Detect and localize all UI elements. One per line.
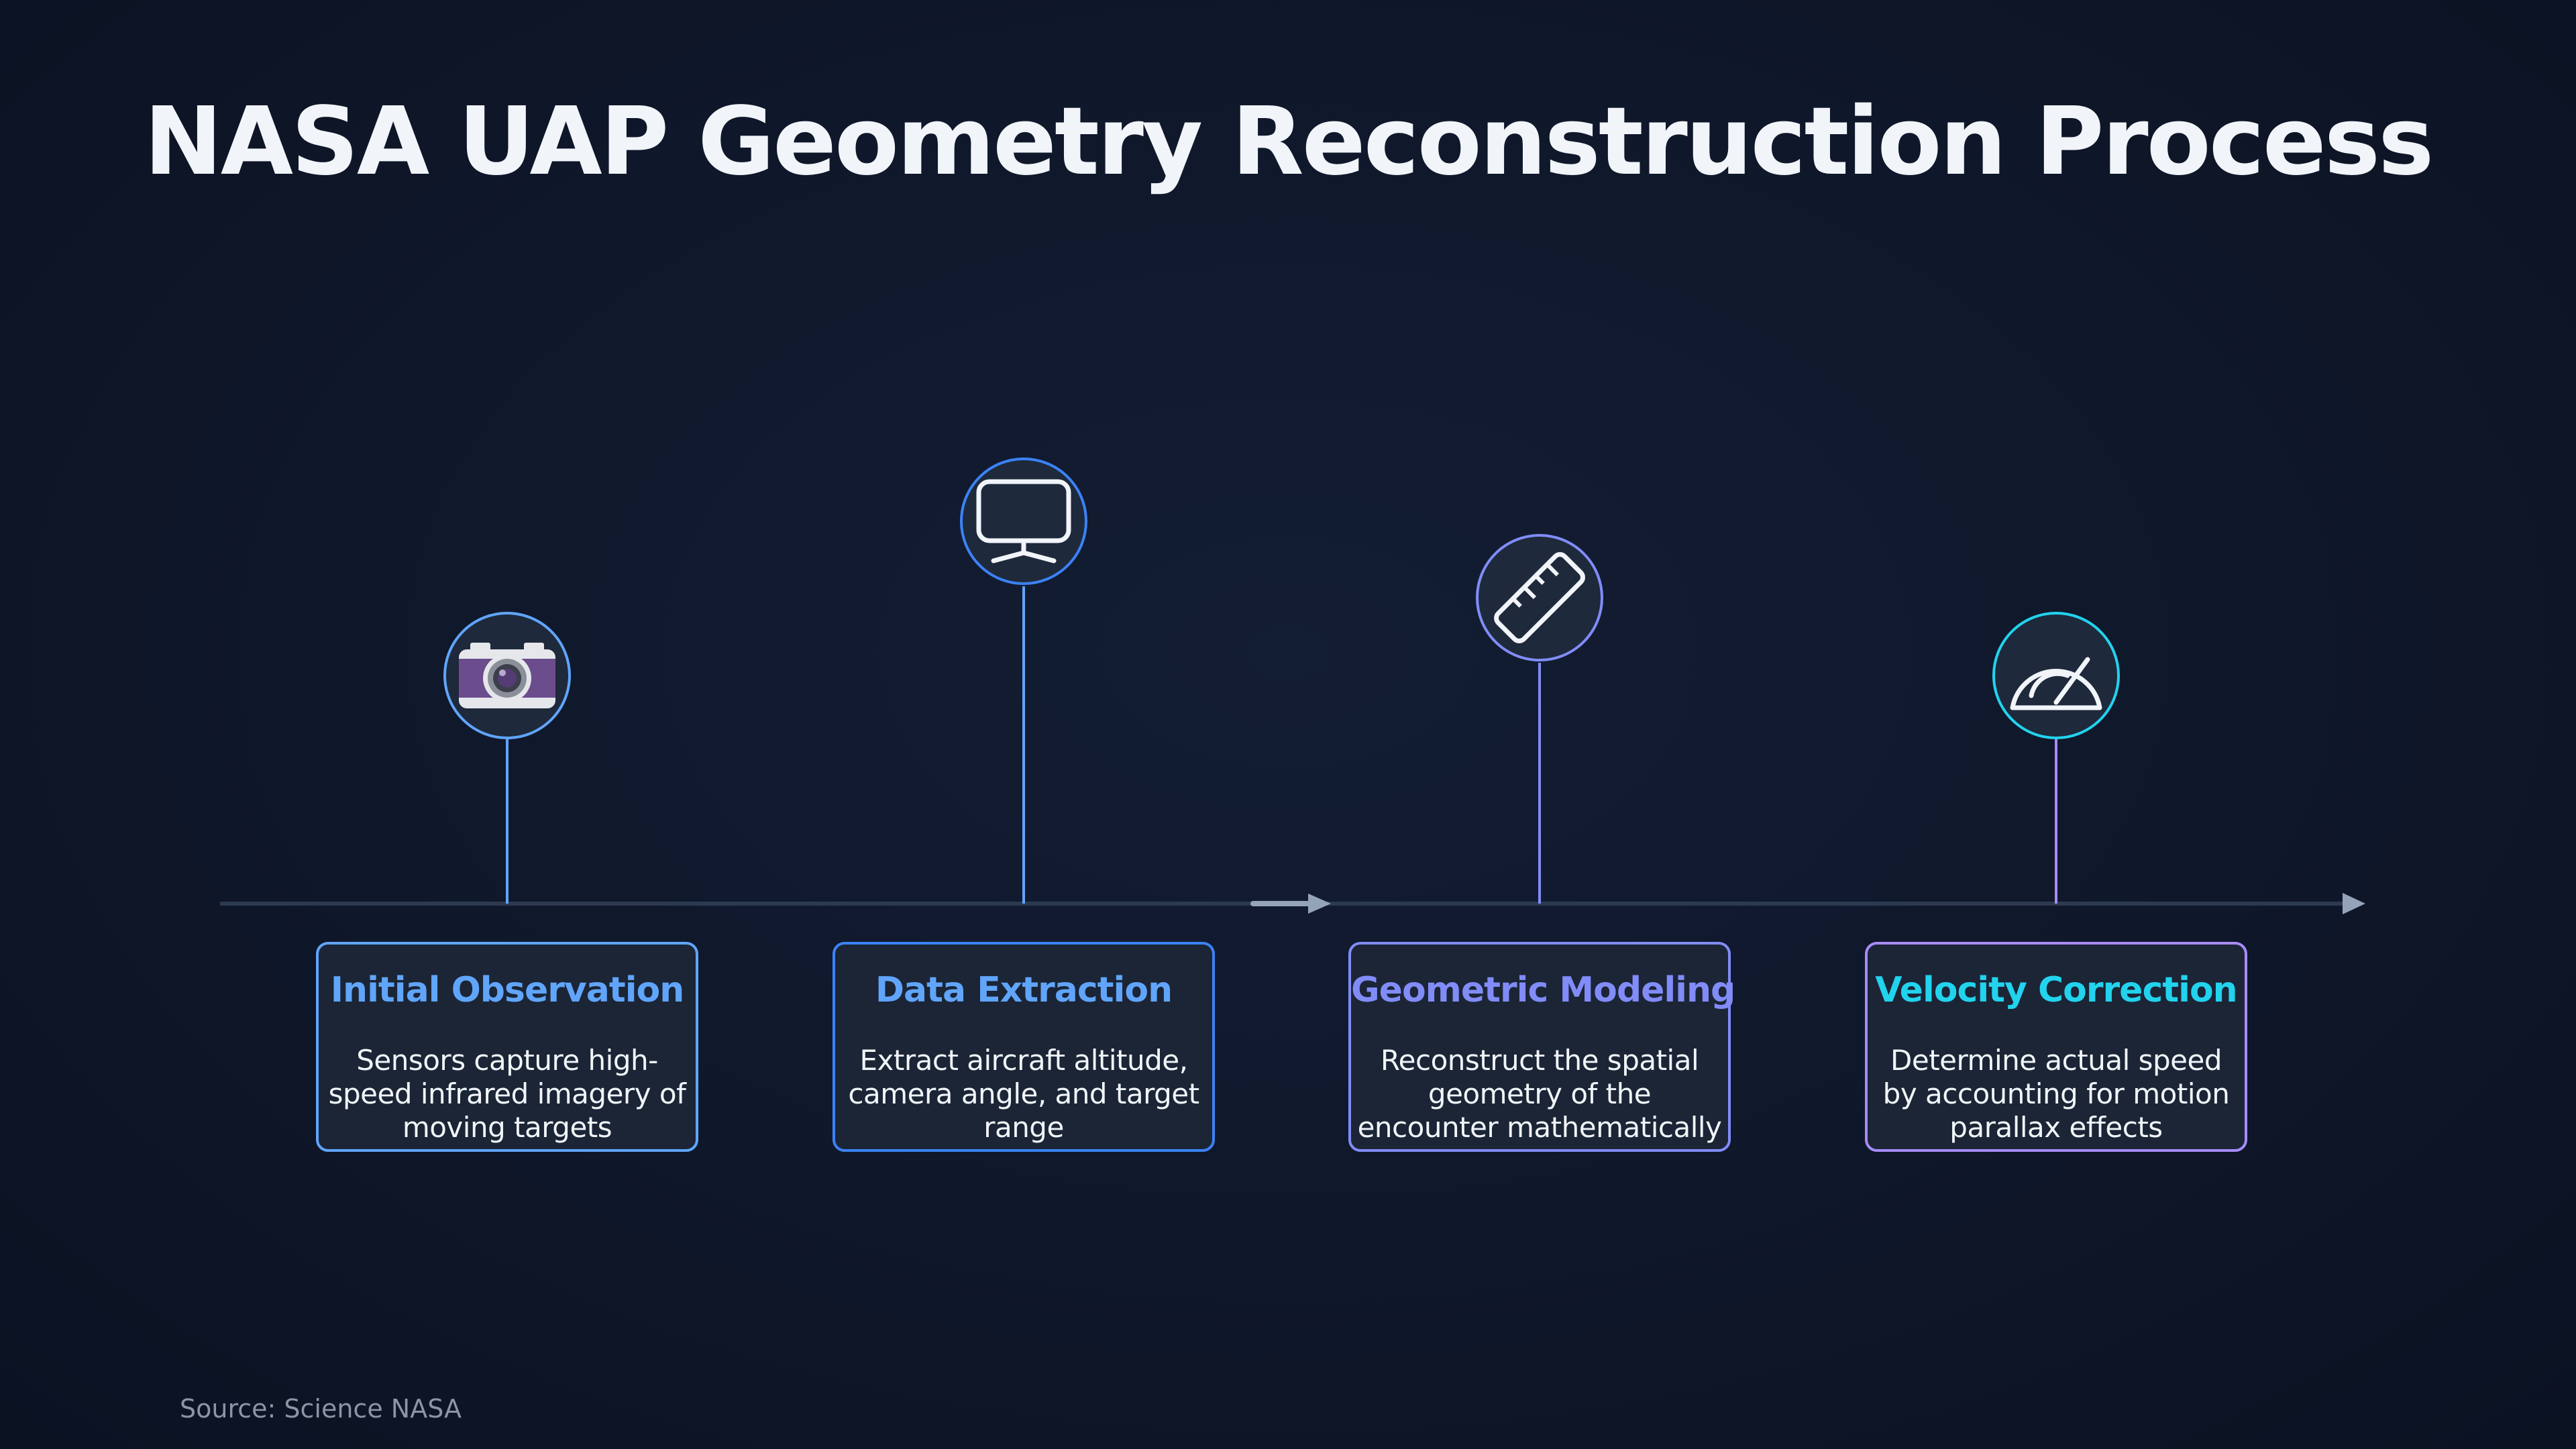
source-note: Source: Science NASA bbox=[180, 1394, 462, 1424]
step-card-1: Initial Observation Sensors capture high… bbox=[316, 942, 698, 1152]
camera-icon bbox=[459, 643, 555, 708]
ruler-icon bbox=[1494, 552, 1585, 643]
step-card-3: Geometric Modeling Reconstruct the spati… bbox=[1348, 942, 1735, 1152]
step-3-icon-badge bbox=[1476, 534, 1603, 661]
step-3-description: Reconstruct the spatial geometry of the … bbox=[1357, 1044, 1722, 1144]
page-title: NASA UAP Geometry Reconstruction Process bbox=[144, 87, 2434, 197]
step-4-description: Determine actual speed by accounting for… bbox=[1882, 1044, 2230, 1144]
step-1-title: Initial Observation bbox=[330, 970, 685, 1010]
step-3-title: Geometric Modeling bbox=[1351, 970, 1735, 1010]
step-card-2: Data Extraction Extract aircraft altitud… bbox=[833, 942, 1215, 1152]
step-4-icon-badge bbox=[1992, 612, 2120, 739]
step-2-description: Extract aircraft altitude, camera angle,… bbox=[848, 1044, 1199, 1144]
step-1-icon-badge bbox=[443, 612, 571, 739]
speedometer-icon bbox=[2010, 657, 2102, 710]
timeline-end-arrow bbox=[2343, 893, 2365, 914]
step-card-4: Velocity Correction Determine actual spe… bbox=[1865, 942, 2247, 1152]
timeline-mid-arrow-head bbox=[1308, 894, 1331, 914]
monitor-icon bbox=[976, 479, 1071, 564]
step-2-title: Data Extraction bbox=[875, 970, 1173, 1010]
step-4-title: Velocity Correction bbox=[1875, 970, 2237, 1010]
step-2-icon-badge bbox=[960, 458, 1087, 585]
step-1-description: Sensors capture high-speed infrared imag… bbox=[328, 1044, 686, 1144]
